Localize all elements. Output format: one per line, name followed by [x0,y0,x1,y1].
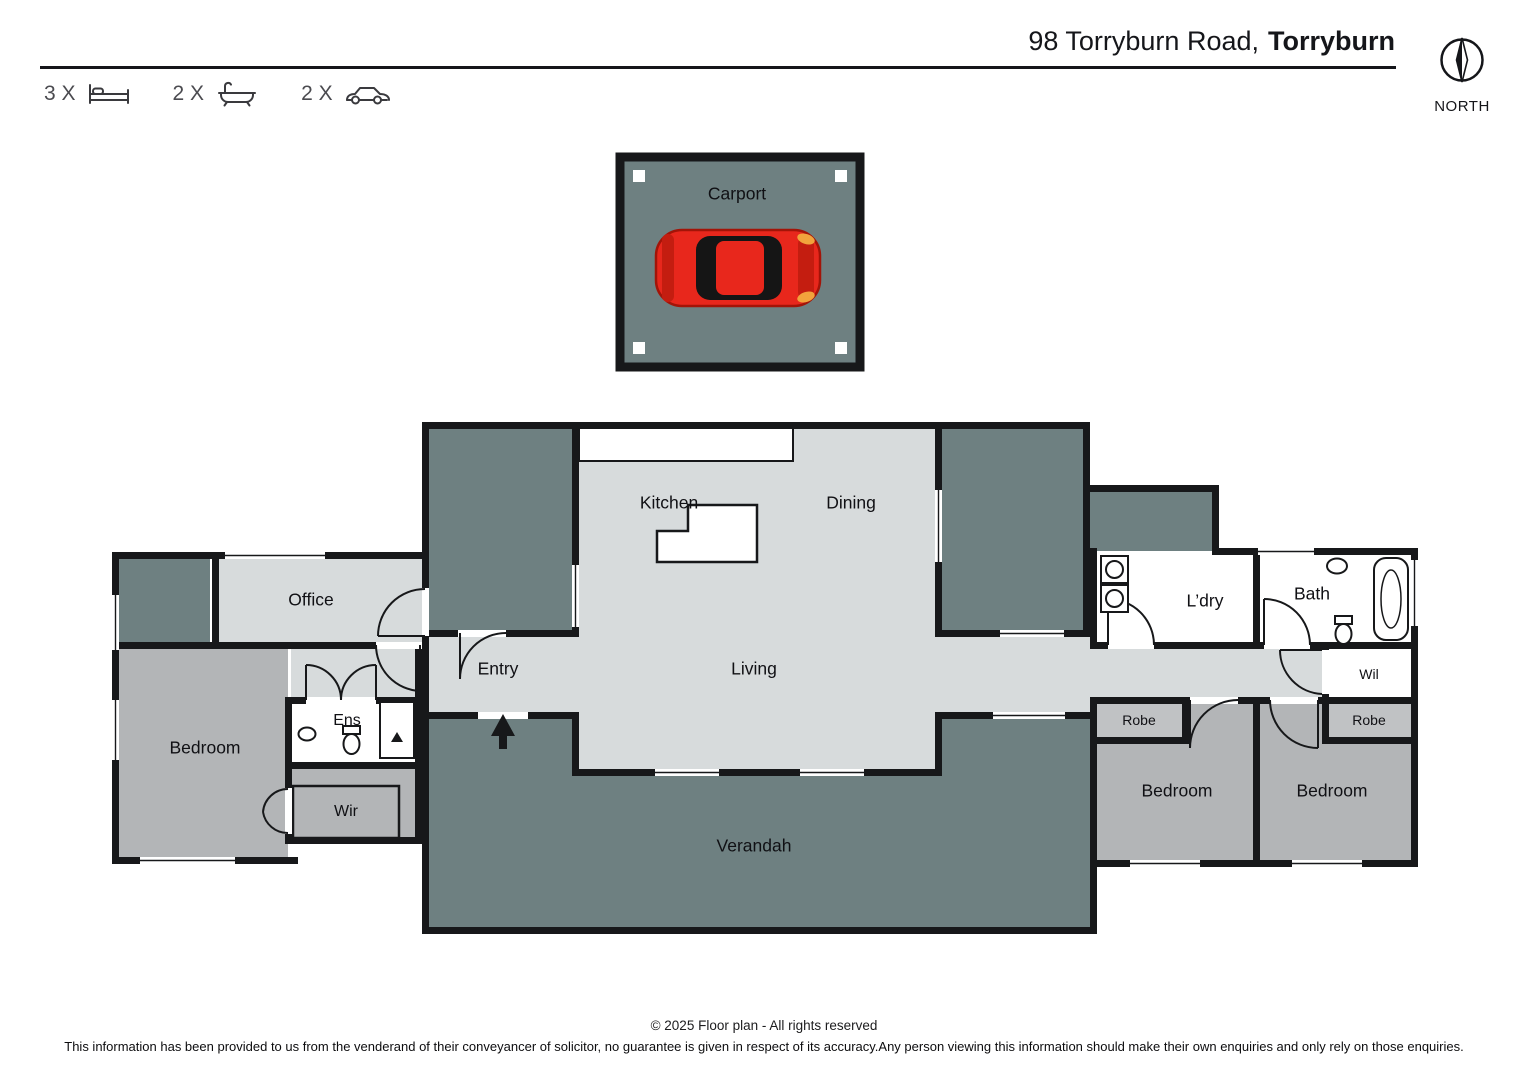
bed-icon [88,84,129,104]
room-label-office: Office [288,589,334,610]
stat-carspaces: 2 X [301,81,390,107]
room-label-robe-right: Robe [1352,712,1386,728]
room-label-bedroom-right: Bedroom [1296,780,1368,801]
room-label-bedroom-left: Bedroom [169,737,241,758]
stat-carspaces-count: 2 X [301,82,333,105]
compass: NORTH [1432,34,1492,115]
room-label-robe-left: Robe [1122,712,1156,728]
room-label-laundry: L’dry [1186,590,1224,611]
room-label-verandah: Verandah [716,835,792,856]
footer-copyright: © 2025 Floor plan - All rights reserved [650,1018,878,1033]
page-title: 98 Torryburn Road, Torryburn [1028,26,1395,57]
doors [262,588,1323,835]
footer-disclaimer: This information has been provided to us… [64,1039,1464,1054]
room-label-bath: Bath [1294,583,1330,604]
stat-bathrooms-count: 2 X [172,82,205,105]
room-label-bedroom-mid: Bedroom [1141,780,1213,801]
entry-arrow-icon [491,714,515,749]
header-divider [40,66,1396,69]
room-label-entry: Entry [477,658,519,679]
room-label-living: Living [731,658,777,679]
room-label-wil: Wil [1359,666,1379,682]
room-label-kitchen: Kitchen [639,492,699,513]
room-fills [115,425,1414,930]
address-street: 98 Torryburn Road, [1028,26,1259,56]
stat-bedrooms-count: 3 X [44,82,76,105]
car-illustration [654,228,822,308]
room-label-wir: Wir [334,803,358,820]
fixtures [297,555,1409,759]
room-label-dining: Dining [826,492,876,513]
compass-icon [1440,37,1484,83]
car-icon [345,87,390,105]
room-label-ens: Ens [333,712,361,729]
room-label-carport: Carport [707,183,767,204]
windows [112,490,1418,867]
stat-bathrooms: 2 X [173,80,260,108]
bath-icon [218,82,257,107]
property-stats: 3 X 2 X 2 X [44,80,390,108]
address-suburb: Torryburn [1268,26,1395,56]
stat-bedrooms: 3 X [44,81,131,107]
compass-label: NORTH [1434,98,1490,115]
